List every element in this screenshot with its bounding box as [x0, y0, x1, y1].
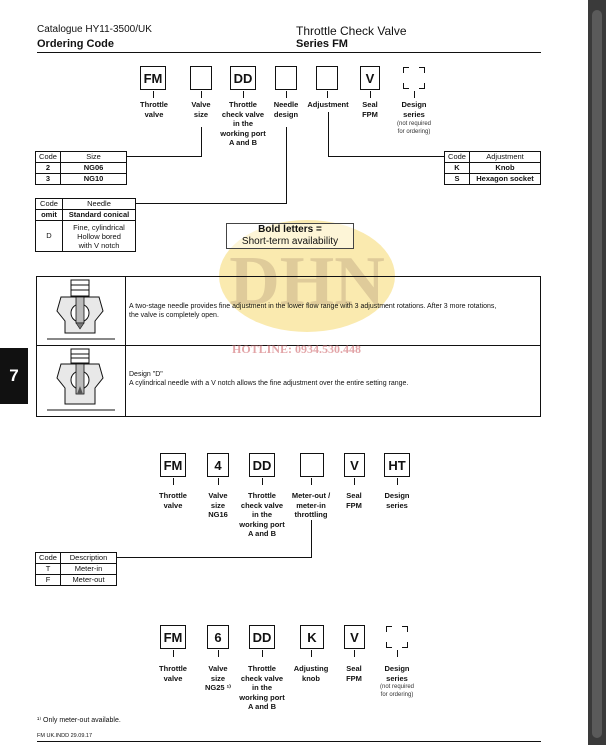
- code3-box-design-series: [386, 626, 408, 648]
- catalogue-page: Catalogue HY11-3500/UK Ordering Code Thr…: [0, 24, 541, 742]
- needle-d-drawing: [37, 346, 126, 416]
- code2-box-dd: DD: [249, 453, 275, 477]
- code-box-seal: V: [360, 66, 380, 90]
- code2-box-seal: V: [344, 453, 365, 477]
- code-box-design-series: [403, 67, 425, 89]
- code2-box-throttling: [300, 453, 324, 477]
- catalogue-number: Catalogue HY11-3500/UK: [37, 24, 152, 35]
- code3-box-fm: FM: [160, 625, 186, 649]
- code3-box-size: 6: [207, 625, 229, 649]
- code3-box-knob: K: [300, 625, 324, 649]
- code-box-adjustment: [316, 66, 338, 90]
- code2-box-design: HT: [384, 453, 410, 477]
- code3-box-dd: DD: [249, 625, 275, 649]
- design-standard-row: A two-stage needle provides fine adjustm…: [36, 276, 541, 346]
- code-box-fm: FM: [140, 66, 166, 90]
- needle-standard-drawing: [37, 277, 126, 345]
- code-box-dd: DD: [230, 66, 256, 90]
- footer-code: FM UK.INDD 29.09.17: [37, 733, 93, 739]
- label-adjustment: Adjustment: [307, 100, 349, 109]
- svg-text:DHN: DHN: [229, 243, 385, 320]
- vertical-scrollbar[interactable]: [588, 0, 606, 745]
- code-box-size: [190, 66, 212, 90]
- scrollbar-thumb[interactable]: [592, 10, 602, 738]
- bold-letters-note: Bold letters = Short-term availability: [226, 223, 354, 249]
- footer-rule: [37, 741, 541, 742]
- design-standard-text: A two-stage needle provides fine adjustm…: [129, 303, 497, 319]
- code2-box-fm: FM: [160, 453, 186, 477]
- header-rule: [37, 52, 541, 53]
- series-title: Series FM: [296, 38, 348, 50]
- design-d-text: Design "D" A cylindrical needle with a V…: [129, 371, 409, 387]
- code-box-needle: [275, 66, 297, 90]
- section-tab: 7: [0, 348, 28, 404]
- section-title: Ordering Code: [37, 38, 115, 50]
- code2-box-size: 4: [207, 453, 229, 477]
- product-title: Throttle Check Valve: [296, 24, 407, 38]
- code3-box-seal: V: [344, 625, 365, 649]
- footnote: ¹⁾ Only meter-out available.: [37, 717, 121, 724]
- hotline-watermark: HOTLINE: 0934.530.448: [232, 342, 362, 356]
- design-d-row: Design "D" A cylindrical needle with a V…: [36, 346, 541, 417]
